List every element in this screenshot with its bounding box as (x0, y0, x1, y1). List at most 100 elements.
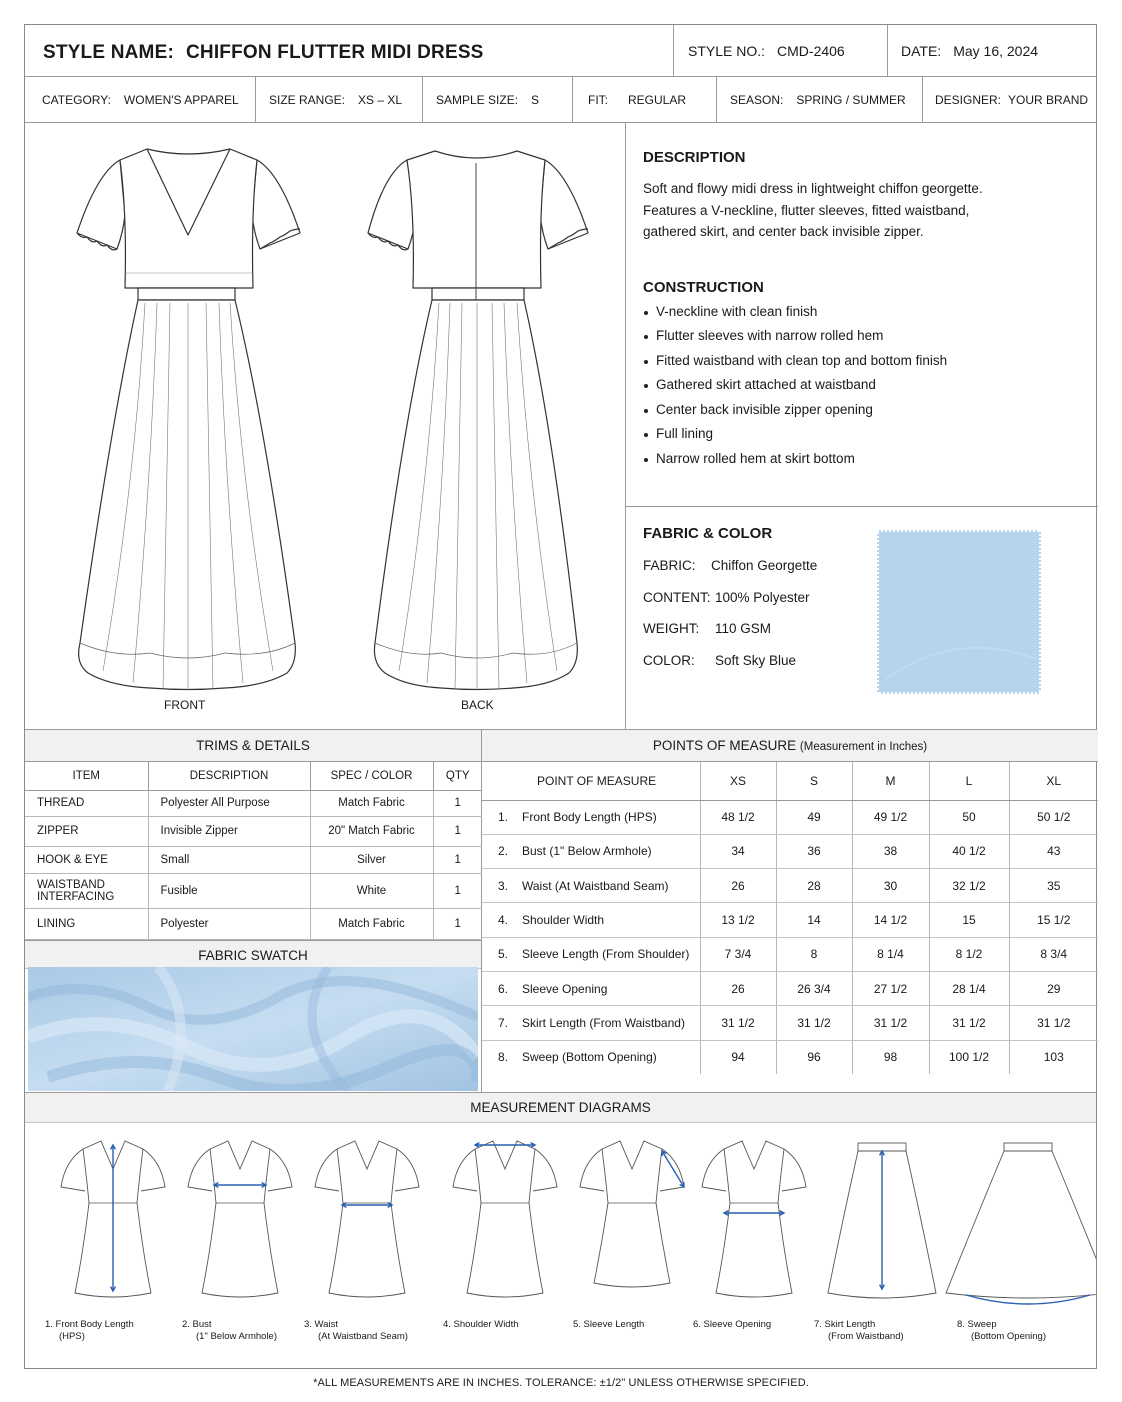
header-row: STYLE NAME:CHIFFON FLUTTER MIDI DRESS ST… (25, 25, 1096, 77)
construction-item: Full lining (643, 426, 1080, 451)
category-value: WOMEN'S APPAREL (123, 93, 239, 107)
pom-value: 27 1/2 (852, 971, 930, 1007)
table-row: THREAD Polyester All Purpose Match Fabri… (25, 790, 482, 817)
pom-value: 7 3/4 (700, 937, 777, 972)
fit-cell: FIT:REGULAR (572, 77, 716, 123)
arrow-head (340, 1201, 347, 1209)
fit-label: FIT: (588, 93, 608, 107)
construction-item: V-neckline with clean finish (643, 304, 1080, 329)
pom-value: 8 (776, 937, 853, 972)
diagrams-title: MEASUREMENT DIAGRAMS (25, 1093, 1096, 1123)
content-label: CONTENT: (643, 589, 711, 605)
pom-point-name: 1.Front Body Length (HPS) (482, 800, 701, 835)
trim-spec: Silver (310, 846, 434, 874)
pom-value: 14 (776, 902, 853, 938)
diagram-dress (201, 1140, 279, 1298)
arrow-head (109, 1286, 117, 1293)
pom-point-label: Sweep (Bottom Opening) (522, 1050, 657, 1065)
trims-panel: TRIMS & DETAILS ITEM DESCRIPTION SPEC / … (25, 730, 482, 1093)
diagram-caption-line1: 4. Shoulder Width (443, 1319, 519, 1330)
pom-value: 26 (700, 868, 777, 904)
pom-value: 103 (1043, 1050, 1064, 1065)
arrow-head (779, 1209, 786, 1217)
trim-description: Polyester (148, 908, 311, 940)
pom-point-number: 6. (498, 981, 509, 996)
diagram-dress (593, 1140, 671, 1288)
pom-value: 98 (852, 1040, 930, 1075)
pom-header-l: L (929, 762, 1010, 801)
pom-value: 15 1/2 (1009, 902, 1098, 938)
pom-value: 26 3/4 (776, 971, 853, 1007)
trim-spec: Match Fabric (310, 790, 434, 817)
pom-point-label: Sleeve Opening (522, 981, 608, 996)
diagram-caption-line2: (At Waistband Seam) (318, 1331, 408, 1342)
designer-value: YOUR BRAND (1008, 93, 1089, 107)
style-name: STYLE NAME:CHIFFON FLUTTER MIDI DRESS (43, 42, 484, 64)
tables-section: TRIMS & DETAILS ITEM DESCRIPTION SPEC / … (25, 729, 1098, 1093)
pom-header-name: POINT OF MEASURE (482, 762, 701, 801)
style-name-label: STYLE NAME: (43, 42, 174, 63)
weight-label: WEIGHT: (643, 621, 700, 636)
weight-value: 110 GSM (715, 621, 772, 636)
diagram-caption-line1: 2. Bust (182, 1319, 212, 1330)
style-no-value: CMD-2406 (777, 43, 845, 59)
front-label: FRONT (164, 698, 206, 712)
trim-description: Polyester All Purpose (148, 790, 311, 817)
measure-arrow (661, 1150, 685, 1188)
table-row: LINING Polyester Match Fabric 1 (25, 908, 482, 940)
arrow-head (473, 1141, 480, 1149)
arrow-head (878, 1149, 886, 1156)
pom-value: 8 3/4 (1009, 937, 1098, 972)
pom-table: POINT OF MEASURE XS S M L XL 1.Front Bod… (482, 762, 1098, 1075)
pom-value: 8 1/4 (852, 937, 930, 972)
construction-list: V-neckline with clean finish Flutter sle… (643, 304, 1080, 476)
pom-header-s: S (776, 762, 853, 801)
style-no-label: STYLE NO.: (688, 43, 766, 59)
pom-header-m: M (852, 762, 930, 801)
sample-size-cell: SAMPLE SIZE:S (422, 77, 572, 123)
diagram-sleeves (60, 1148, 166, 1192)
diagram-sleeves (579, 1148, 685, 1192)
pom-point-label: Shoulder Width (522, 913, 605, 928)
pom-point-number: 8. (498, 1050, 509, 1065)
designer-label: DESIGNER: (935, 93, 1002, 107)
trim-qty: 1 (433, 790, 482, 817)
pom-value: 31 1/2 (776, 1005, 853, 1041)
pom-point-number: 3. (498, 878, 509, 893)
diagram-skirt (945, 1150, 1096, 1299)
pom-value: 15 (929, 902, 1010, 938)
pom-title-text: POINTS OF MEASURE (652, 738, 797, 753)
diagram-caption: 2. Bust(1" Below Armhole) (182, 1319, 277, 1343)
fabric-label: FABRIC: (643, 558, 696, 573)
pom-value: 31 1/2 (700, 1005, 777, 1041)
diagram-caption: 1. Front Body Length(HPS) (45, 1319, 134, 1343)
pom-header-xl: XL (1009, 762, 1098, 801)
color-value: Soft Sky Blue (715, 652, 797, 668)
color-swatch-square (877, 530, 1041, 694)
pom-point-number: 4. (498, 913, 509, 928)
pom-value: 38 (852, 834, 930, 870)
pom-value: 31 1/2 (929, 1005, 1010, 1041)
diagram-waistband (1003, 1142, 1053, 1152)
pom-value: 32 1/2 (929, 868, 1010, 904)
arrow-head (261, 1181, 268, 1189)
fabric-swatch-title: FABRIC SWATCH (25, 939, 481, 969)
back-label: BACK (461, 698, 494, 712)
description-section: DESCRIPTION Soft and flowy midi dress in… (626, 123, 1098, 507)
pom-value: 28 1/4 (929, 971, 1010, 1007)
meta-row: CATEGORY:WOMEN'S APPAREL SIZE RANGE:XS –… (25, 77, 1096, 123)
table-row: WAISTBAND INTERFACING Fusible White 1 (25, 873, 482, 909)
pom-value: 30 (852, 868, 930, 904)
diagram-caption: 4. Shoulder Width (443, 1319, 519, 1331)
pom-value: 14 1/2 (852, 902, 930, 938)
date-label: DATE: (901, 43, 942, 59)
pom-value: 13 1/2 (700, 902, 777, 938)
pom-value: 31 1/2 (1009, 1005, 1098, 1041)
arrow-head (212, 1181, 219, 1189)
pom-point-name: 8. Sweep (Bottom Opening) (482, 1040, 701, 1075)
diagram-caption-line2: (1" Below Armhole) (196, 1331, 277, 1342)
pom-value: 31 1/2 (852, 1005, 930, 1041)
